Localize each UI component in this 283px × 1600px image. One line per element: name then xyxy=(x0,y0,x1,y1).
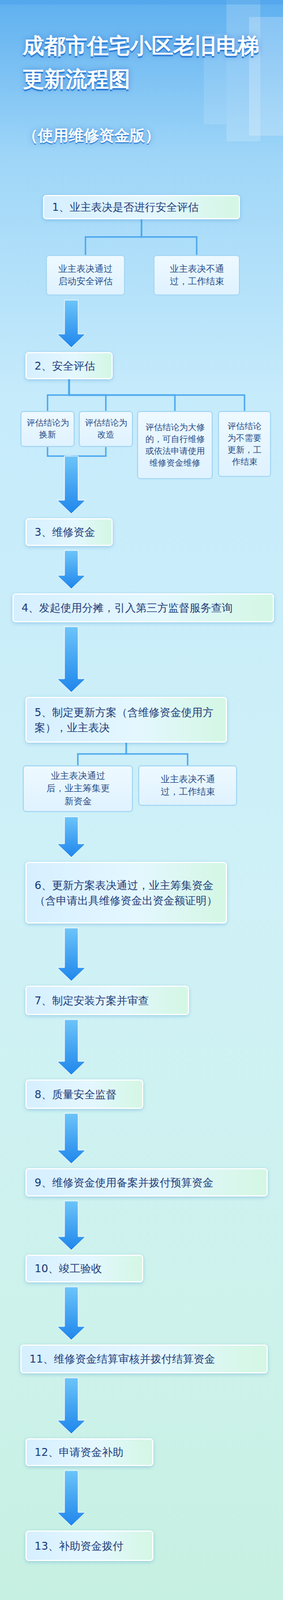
process-box: 12、申请资金补助 xyxy=(25,1440,154,1469)
block-arrow xyxy=(57,300,86,349)
result-box: 评估结论为大修的，可自行维修或依法申请使用维修资金维修 xyxy=(136,411,213,480)
flow-arrow xyxy=(57,300,86,349)
flow-arrow xyxy=(57,551,86,590)
flow-arrow xyxy=(47,447,86,515)
box-text: 7、制定安装方案并审查 xyxy=(34,994,180,1010)
flow-arrow xyxy=(57,929,86,983)
flow-arrow xyxy=(57,627,86,694)
connector-line xyxy=(141,219,197,256)
branch-line xyxy=(78,743,127,767)
connector-line xyxy=(47,379,70,412)
box-text: 评估结论为改造 xyxy=(84,417,128,442)
connector-line xyxy=(69,379,245,412)
process-box: 5、制定更新方案（含维修资金使用方案），业主表决 xyxy=(25,697,227,744)
process-box: 8、质量安全监督 xyxy=(25,1081,144,1111)
block-arrow xyxy=(57,1379,86,1436)
box-text: 5、制定更新方案（含维修资金使用方案），业主表决 xyxy=(34,705,218,736)
box-text: 10、竣工验收 xyxy=(34,1262,135,1279)
block-arrow xyxy=(57,627,86,694)
result-box: 评估结论为不需要更新，工作结束 xyxy=(217,411,272,478)
process-box: 6、更新方案表决通过，业主筹集资金（含申请出具维修资金出资金额证明） xyxy=(25,863,227,925)
connector-line xyxy=(78,743,127,767)
diagram-title: 成都市住宅小区老旧电梯 更新流程图 xyxy=(22,29,267,97)
box-text: 业主表决不通过，工作结束 xyxy=(161,263,233,289)
box-text: 9、维修资金使用备案并拨付预算资金 xyxy=(34,1176,259,1192)
block-arrow xyxy=(57,1202,86,1252)
block-arrow xyxy=(57,817,86,859)
connector-line xyxy=(47,447,72,457)
connector-line xyxy=(71,447,106,457)
result-box: 业主表决通过 启动安全评估 xyxy=(45,255,126,297)
process-box: 4、发起使用分摊，引入第三方监督服务查询 xyxy=(12,594,274,624)
flow-arrow xyxy=(57,1288,86,1342)
block-arrow xyxy=(57,929,86,983)
branch-line xyxy=(126,743,188,767)
branch-line xyxy=(85,219,142,256)
connector-line xyxy=(85,219,142,256)
flow-arrow xyxy=(57,817,86,859)
box-text: 评估结论为大修的，可自行维修或依法申请使用维修资金维修 xyxy=(142,422,208,470)
branch-line xyxy=(47,379,70,412)
box-text: 评估结论为不需要更新，工作结束 xyxy=(223,421,266,469)
branch-line xyxy=(69,379,245,412)
result-box: 评估结论为换新 xyxy=(20,411,75,448)
box-text: 4、发起使用分摊，引入第三方监督服务查询 xyxy=(21,601,265,617)
block-arrow xyxy=(57,456,86,515)
flow-arrow xyxy=(57,1115,86,1166)
block-arrow xyxy=(57,1288,86,1342)
block-arrow xyxy=(57,456,86,515)
box-text: 1、业主表决是否进行安全评估 xyxy=(52,199,231,216)
connector-line xyxy=(126,743,188,767)
block-arrow xyxy=(57,1472,86,1529)
process-box: 9、维修资金使用备案并拨付预算资金 xyxy=(25,1169,268,1199)
result-box: 评估结论为改造 xyxy=(78,411,134,448)
result-box: 业主表决不通过，工作结束 xyxy=(138,766,238,808)
box-text: 2、安全评估 xyxy=(34,358,104,375)
subtitle-label: （使用维修资金版） xyxy=(22,125,161,147)
process-box: 3、维修资金 xyxy=(25,519,113,547)
branch-line xyxy=(141,219,197,256)
box-text: 6、更新方案表决通过，业主筹集资金（含申请出具维修资金出资金额证明） xyxy=(34,878,218,909)
process-box: 10、竣工验收 xyxy=(25,1256,144,1285)
process-box: 7、制定安装方案并审查 xyxy=(25,987,190,1017)
box-text: 8、质量安全监督 xyxy=(34,1088,135,1104)
box-text: 评估结论为换新 xyxy=(26,417,70,442)
flow-arrow xyxy=(57,1021,86,1077)
box-text: 12、申请资金补助 xyxy=(34,1446,145,1462)
box-text: 业主表决不通过，工作结束 xyxy=(152,774,224,800)
box-text: 11、维修资金结算审核并拨付结算资金 xyxy=(29,1353,259,1369)
process-box: 1、业主表决是否进行安全评估 xyxy=(43,195,240,220)
process-box: 2、安全评估 xyxy=(25,352,113,380)
result-box: 业主表决不通过，工作结束 xyxy=(153,255,240,297)
block-arrow xyxy=(57,1115,86,1166)
box-text: 业主表决通过 启动安全评估 xyxy=(58,263,113,289)
process-box: 11、维修资金结算审核并拨付结算资金 xyxy=(20,1346,268,1376)
flow-arrow xyxy=(57,447,106,515)
box-text: 13、补助资金拨付 xyxy=(34,1540,145,1556)
process-box: 13、补助资金拨付 xyxy=(25,1532,154,1564)
box-text: 业主表决通过后，业主筹集更新资金 xyxy=(42,770,114,809)
header-band xyxy=(0,0,283,5)
box-text: 3、维修资金 xyxy=(34,525,104,541)
block-arrow xyxy=(57,551,86,590)
flow-arrow xyxy=(57,1472,86,1529)
block-arrow xyxy=(57,1021,86,1077)
result-box: 业主表决通过后，业主筹集更新资金 xyxy=(22,766,134,814)
flow-arrow xyxy=(57,1379,86,1436)
flow-arrow xyxy=(57,1202,86,1252)
